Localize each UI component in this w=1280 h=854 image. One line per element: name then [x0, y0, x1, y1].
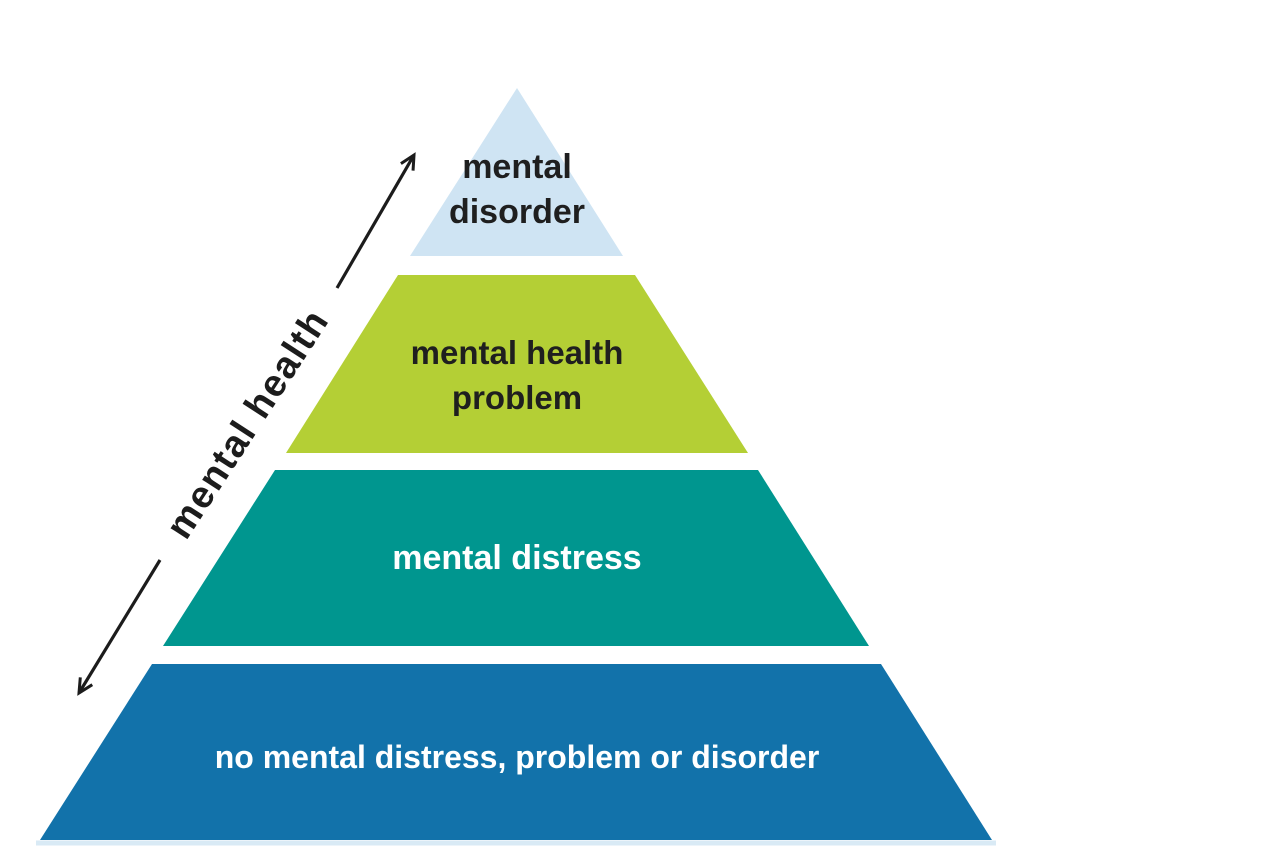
- pyramid-level-2-shape: [286, 275, 748, 453]
- axis-arrow-upper-line: [335, 152, 416, 289]
- axis-arrow-lower-line: [77, 559, 162, 696]
- pyramid-level-4-shape: [40, 664, 992, 840]
- pyramid-level-1-shape: [410, 88, 623, 256]
- pyramid-level-3-shape: [163, 470, 869, 646]
